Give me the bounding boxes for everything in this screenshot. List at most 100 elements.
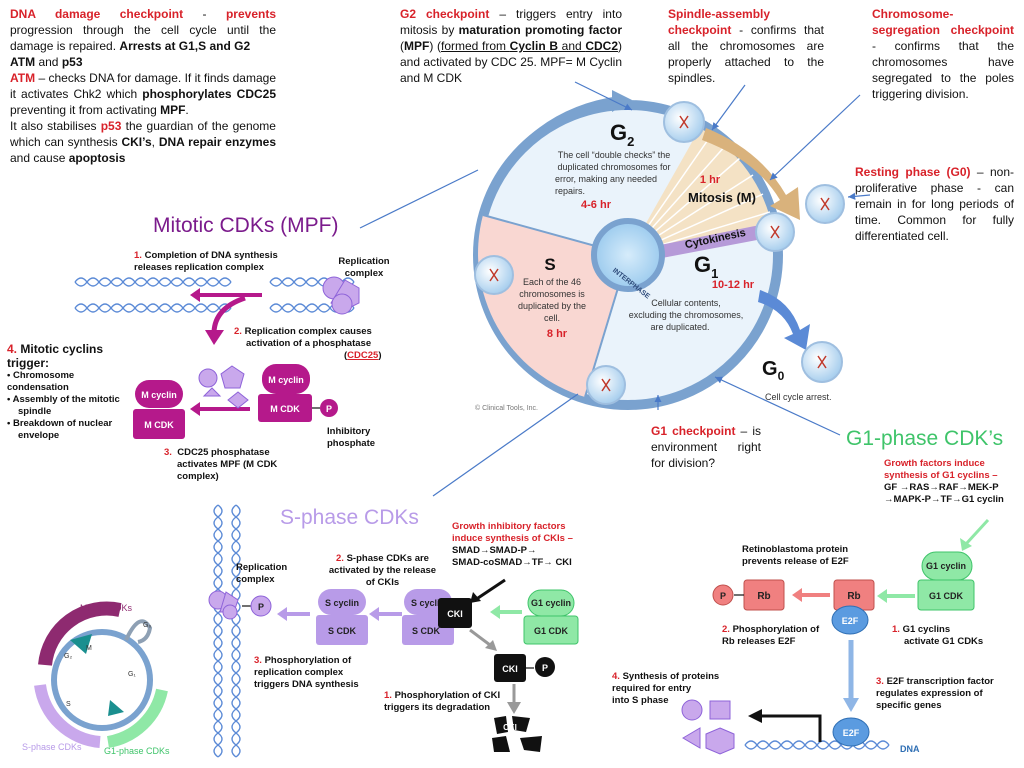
s-description: Each of the 46 chromosomes is duplicated… [518, 277, 586, 323]
s-arrowhead [277, 607, 287, 621]
stab-dna: DNA repair enzymes [158, 135, 276, 149]
svg-text:duplicated chromosomes for: duplicated chromosomes for [557, 162, 670, 172]
cki-box [438, 598, 472, 628]
g2-description: The cell “double checks” the duplicated … [555, 150, 671, 196]
g1-label: G1 [694, 252, 718, 281]
step-number: 1. [134, 250, 142, 261]
step-text: G1 cyclins [902, 624, 951, 635]
e2f-text: E2F [842, 616, 859, 626]
list-item: Assembly of the mitotic [12, 394, 120, 405]
cki-p-circle [535, 657, 555, 677]
s-time: 8 hr [547, 328, 568, 340]
svg-text:chromosomes is: chromosomes is [519, 289, 585, 299]
s-phase-cdks-heading: S-phase CDKs [280, 506, 419, 529]
s-cyclin-text: S cyclin [411, 598, 445, 608]
g2-label: G2 [610, 120, 634, 149]
step-text: into S phase [612, 695, 669, 706]
phosphatase-shapes [198, 365, 249, 409]
g2-checkpoint-title: G2 checkpoint [400, 7, 490, 21]
growth-inhib-line: induce synthesis of CKIs – [452, 533, 573, 544]
chromosome-checkpoint-text: Chromosome-segregation checkpoint - conf… [872, 6, 1014, 102]
mini-g1-label: G1-phase CDKs [104, 746, 170, 756]
g2-time: 4-6 hr [581, 199, 612, 211]
mini-g0-loop [124, 619, 153, 644]
e2f-arrowhead [843, 698, 859, 712]
mini-s-label: S-phase CDKs [22, 742, 82, 752]
label: Replication [338, 256, 390, 267]
atm-text1: – checks DNA for damage. If it finds dam… [10, 71, 276, 101]
list-item: envelope [18, 430, 60, 441]
s-p-circle [250, 595, 272, 617]
resting-text: – non-proliferative phase - can remain i… [855, 165, 1014, 243]
step-text: of CKIs [365, 577, 400, 588]
mini-arrow-g1 [108, 700, 124, 716]
mpf-full: maturation promoting factor [458, 23, 622, 37]
rb-arrowhead [792, 588, 802, 602]
m-cyclin-text: M cyclin [268, 375, 304, 385]
g1-cyclin-text: G1 cyclin [531, 598, 571, 608]
paren: ) [378, 350, 382, 361]
svg-text:are duplicated.: are duplicated. [650, 322, 709, 332]
grey-arrowhead [507, 702, 521, 714]
g1-cdk-text: G1 CDK [929, 591, 964, 601]
mini-g1: G₁ [128, 671, 136, 678]
growth-inhib-line: SMAD-coSMAD→TF→ CKI [452, 557, 572, 568]
atm-label: ATM [10, 71, 36, 85]
e2f-bound [831, 605, 869, 635]
spindle-text: - confirms that all the chromosomes are … [668, 23, 824, 85]
step-number: 3. [254, 655, 262, 666]
step-number: 1. [384, 690, 392, 701]
rb-text: Rb [757, 591, 770, 602]
g1-checkpoint-text: G1 checkpoint – is environment right for… [651, 423, 761, 471]
growth-inhib-line: Growth inhibitory factors [452, 521, 566, 532]
g1-checkpoint-desc: – is environment right for division? [651, 424, 761, 470]
rb-text: Rb [847, 591, 860, 602]
mitotic-step2: 2. Replication complex causes activation… [234, 326, 394, 362]
grey-arrow [469, 628, 491, 647]
spindle-checkpoint-text: Spindle-assembly checkpoint - confirms t… [668, 6, 824, 86]
label: Inhibitory [327, 426, 371, 437]
mitosis-time: 1 hr [700, 174, 721, 186]
dna-helix-left [74, 277, 232, 313]
e2f-on-dna [832, 717, 870, 747]
step-number: 1. [892, 624, 900, 635]
cki-text: CKI [447, 609, 463, 619]
g1-phase-cdks-heading: G1-phase CDK’s [846, 427, 1004, 450]
paren: ) ( [429, 39, 441, 53]
label: Retinoblastoma protein [742, 544, 849, 555]
credit-text: © Clinical Tools, Inc. [475, 404, 538, 412]
dna-helix-vertical [213, 504, 241, 758]
g1-time: 10-12 hr [712, 279, 755, 291]
stab-apop: apoptosis [68, 151, 126, 165]
g1-cdk-text: G1 CDK [534, 626, 569, 636]
step-text: activates MPF (M CDK [177, 459, 278, 470]
stab-text3: and cause [10, 151, 69, 165]
protein-shapes [681, 699, 735, 755]
prevents-word: prevents [225, 7, 276, 21]
p-text: P [720, 591, 726, 601]
step-text: replication complex [254, 667, 344, 678]
m-cdk-text: M CDK [270, 404, 300, 414]
label: Replication [236, 562, 288, 573]
curve-arrowhead [205, 330, 224, 345]
growth-line: →MAPK-P→TF→G1 cyclin [884, 494, 1004, 505]
mini-s: S [66, 701, 71, 708]
label: complex [344, 268, 384, 279]
dna-text: progression through the cell cycle until… [10, 23, 276, 53]
pointer-lines [359, 81, 871, 497]
chromosome-text: - confirms that the chromosomes have seg… [872, 39, 1014, 101]
paren: ( [344, 350, 348, 361]
mini-mitotic-label: Mitotic CDKs [80, 603, 133, 613]
s-sector [478, 215, 628, 397]
stab-cki: CKI’s [121, 135, 152, 149]
stab-text1: It also stabilises [10, 119, 101, 133]
